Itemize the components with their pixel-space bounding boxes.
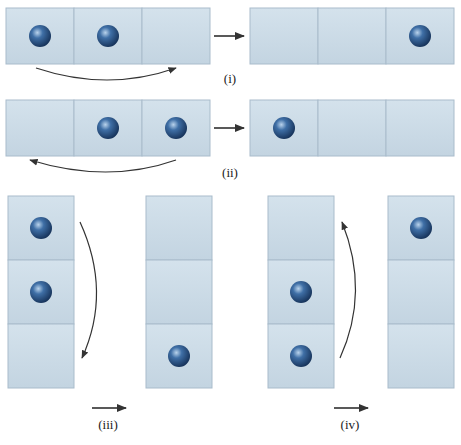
panel-label: (iv) [339,418,362,432]
panel-label: (iii) [96,418,120,432]
panel-label: (ii) [220,166,240,180]
result-arrows [92,36,368,408]
move-arrows [30,68,356,358]
panel-label: (i) [222,72,238,86]
balls [29,25,432,367]
cell-boxes [6,8,454,388]
